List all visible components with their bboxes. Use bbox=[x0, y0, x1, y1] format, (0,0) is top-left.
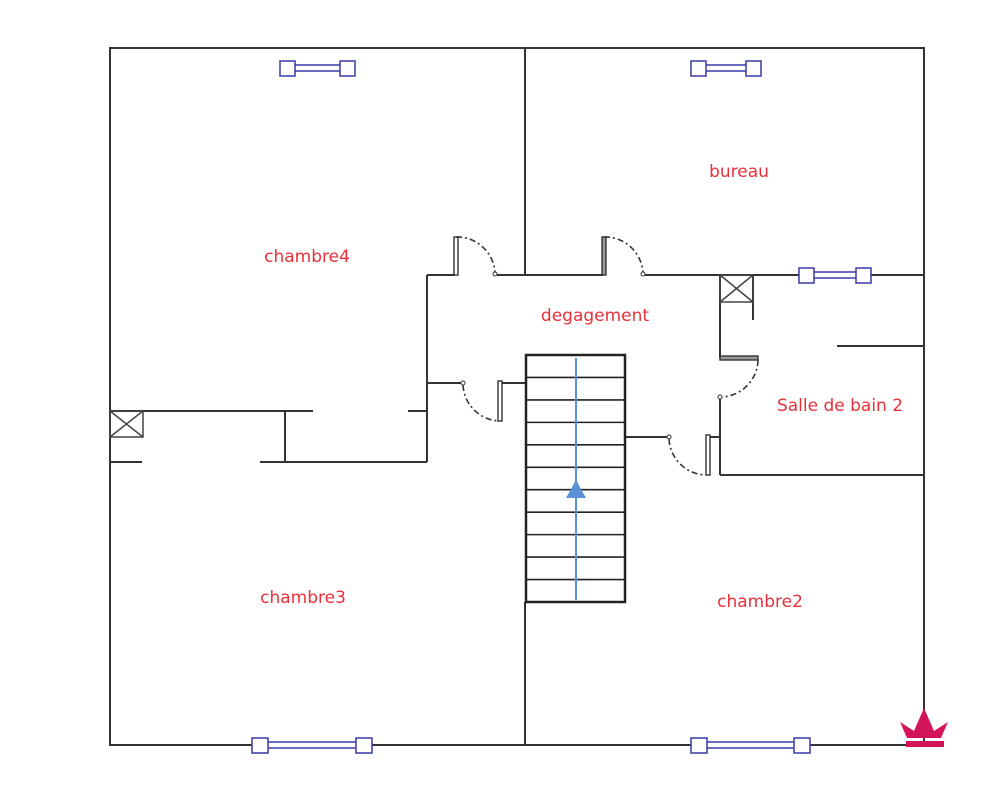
stair-arrow-up-icon bbox=[566, 480, 586, 498]
room-label-chambre2: chambre2 bbox=[717, 592, 803, 612]
door-bureau bbox=[601, 236, 646, 277]
crown-icon bbox=[900, 708, 948, 747]
room-label-salle-de-bain-2: Salle de bain 2 bbox=[777, 396, 903, 416]
window-chambre3 bbox=[251, 737, 373, 754]
door-salle-de-bain bbox=[717, 355, 759, 400]
room-label-degagement: degagement bbox=[541, 306, 650, 326]
window-chambre2 bbox=[690, 737, 811, 754]
window-bureau bbox=[690, 60, 762, 77]
interior-walls bbox=[110, 48, 924, 745]
room-label-chambre3: chambre3 bbox=[260, 588, 346, 608]
vent-shaft-left bbox=[109, 410, 144, 438]
door-chambre4 bbox=[453, 236, 498, 277]
window-salle-de-bain bbox=[798, 267, 872, 284]
room-label-chambre4: chambre4 bbox=[264, 247, 350, 267]
door-chambre2 bbox=[666, 434, 711, 476]
staircase bbox=[524, 353, 627, 604]
door-chambre3 bbox=[460, 380, 503, 422]
room-label-bureau: bureau bbox=[709, 162, 769, 182]
outer-wall bbox=[109, 47, 925, 746]
window-chambre4 bbox=[279, 60, 356, 77]
vent-shaft-right bbox=[719, 274, 754, 303]
